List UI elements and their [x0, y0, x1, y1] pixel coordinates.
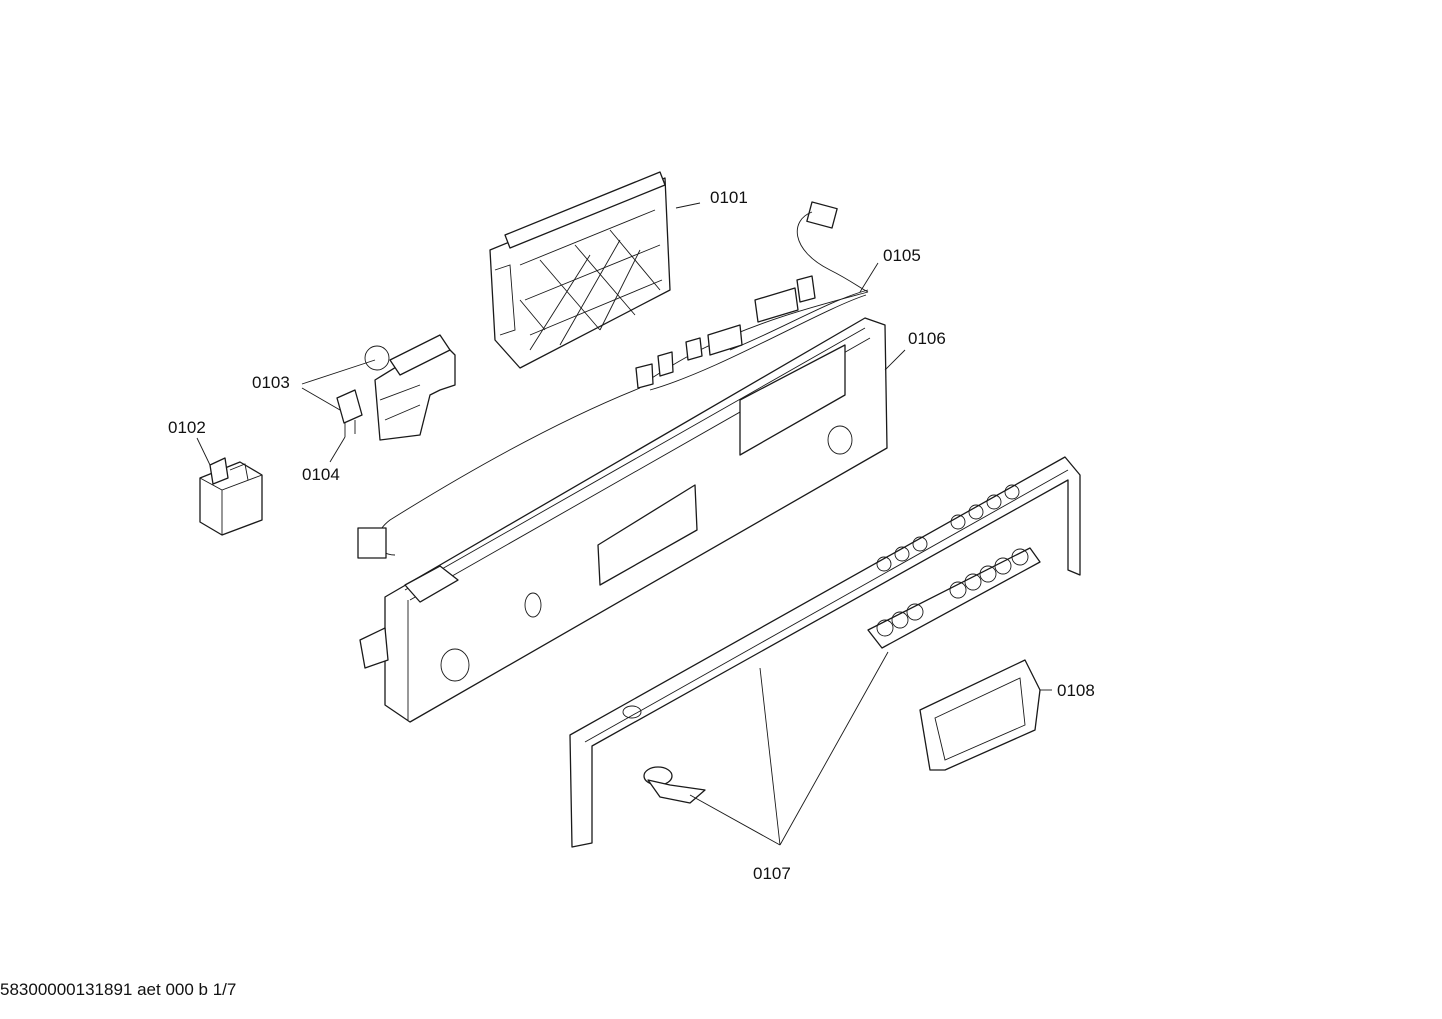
part-0108-handle — [919, 659, 1041, 771]
part-0107-fascia-panel — [569, 456, 1081, 848]
callout-0103: 0103 — [252, 373, 290, 392]
part-0107-clip — [643, 766, 706, 804]
callout-0105: 0105 — [883, 246, 921, 265]
leader-lines — [196, 202, 1052, 846]
document-id: 58300000131891 aet 000 b 1/7 — [0, 980, 237, 999]
callout-0108: 0108 — [1057, 681, 1095, 700]
part-0103-door-lock — [364, 334, 456, 441]
part-0104-relay — [336, 389, 363, 437]
callout-0104: 0104 — [302, 465, 340, 484]
callout-0107: 0107 — [753, 864, 791, 883]
callout-0106: 0106 — [908, 329, 946, 348]
part-0106-main-frame — [359, 317, 888, 723]
callout-0102: 0102 — [168, 418, 206, 437]
part-0102-switch — [199, 457, 263, 536]
exploded-parts-diagram: 0101 0105 0106 0103 0102 0104 0108 0107 — [168, 171, 1095, 883]
part-0107-button-strip — [867, 547, 1041, 649]
part-0101-control-module — [489, 171, 671, 369]
callout-0101: 0101 — [710, 188, 748, 207]
part-0105-wire-harness — [357, 201, 869, 559]
